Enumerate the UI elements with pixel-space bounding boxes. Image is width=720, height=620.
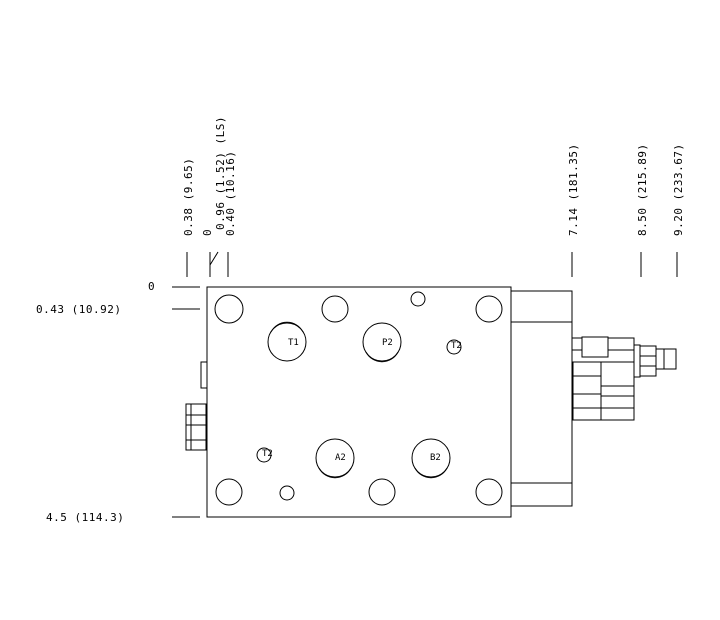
dim-label-7-14: 7.14 (181.35) xyxy=(567,143,580,236)
dim-label-8-50: 8.50 (215.89) xyxy=(636,143,649,236)
manifold-block xyxy=(206,286,512,518)
mounting-hole-top-mid xyxy=(321,295,349,323)
port-label-a2: A2 xyxy=(335,453,346,463)
cartridge-adjuster xyxy=(571,336,677,421)
dim-leader-0-40-jog xyxy=(209,251,219,266)
mounting-hole-top-right xyxy=(475,295,503,323)
port-label-b2: B2 xyxy=(430,453,441,463)
port-t2-lower xyxy=(256,447,272,463)
dim-label-0-40: 0.40 (10.16) xyxy=(224,151,237,236)
port-label-t2-lower: T2 xyxy=(262,449,273,459)
dim-label-0-38: 0.38 (9.65) xyxy=(182,158,195,236)
port-p2 xyxy=(362,322,402,363)
port-label-t1: T1 xyxy=(288,338,299,348)
mounting-hole-bottom-left xyxy=(215,478,243,506)
port-label-p2: P2 xyxy=(382,338,393,348)
dim-label-0-43: 0.43 (10.92) xyxy=(36,303,121,316)
port-a2 xyxy=(315,438,355,479)
dim-label-0-96-ls: 0.96 (1.52) (LS) xyxy=(214,116,227,230)
mounting-hole-bottom-mid xyxy=(368,478,396,506)
port-t2-upper xyxy=(446,339,462,355)
port-b2 xyxy=(411,438,451,479)
dim-label-0-top: 0 xyxy=(201,229,214,236)
port-t1 xyxy=(267,321,307,362)
dim-label-9-20: 9.20 (233.67) xyxy=(672,143,685,236)
left-hex-plug xyxy=(185,403,207,451)
dim-label-4-5: 4.5 (114.3) xyxy=(46,511,124,524)
dim-label-0: 0 xyxy=(148,280,155,293)
right-valve-body xyxy=(510,290,573,507)
mounting-hole-top-small xyxy=(410,291,426,307)
mounting-hole-bottom-small xyxy=(279,485,295,501)
mounting-hole-top-left xyxy=(214,294,244,324)
port-label-t2-upper: T2 xyxy=(451,341,462,351)
mounting-hole-bottom-right xyxy=(475,478,503,506)
